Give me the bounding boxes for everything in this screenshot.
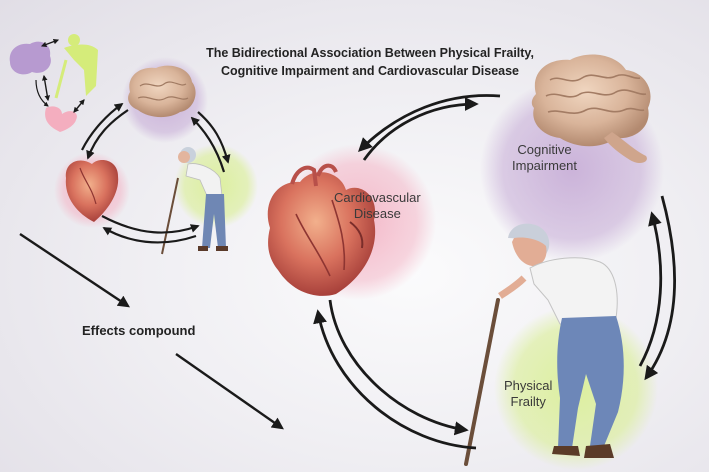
arrow-frailty-to-cognitive xyxy=(638,211,663,367)
label-physical-line-1: Physical xyxy=(504,378,553,393)
title-line-2: Cognitive Impairment and Cardiovascular … xyxy=(220,64,520,78)
small-arrow-heart-to-brain xyxy=(81,102,124,151)
arrow-cognitive-to-cardio xyxy=(358,94,501,152)
label-cognitive-line-2: Impairment xyxy=(512,158,578,173)
small-arrow-frailty-to-heart xyxy=(102,227,197,244)
diagram-title: The Bidirectional Association Between Ph… xyxy=(180,44,560,80)
arrow-cognitive-to-frailty xyxy=(644,195,676,381)
small-arrow-frailty-to-brain xyxy=(190,116,226,173)
arrow-cardio-to-frailty xyxy=(328,299,469,436)
label-cardiovascular-line-2: Disease xyxy=(353,206,401,221)
effects-arrow-lower xyxy=(175,353,284,430)
large-brain-icon xyxy=(531,54,651,163)
large-walking-cane-icon xyxy=(464,298,500,466)
label-physical-frailty: Physical Frailty xyxy=(504,378,552,410)
small-brain-icon xyxy=(128,65,196,118)
small-heart-icon xyxy=(65,160,119,222)
small-arrow-brain-to-frailty xyxy=(197,111,231,164)
label-cardiovascular-line-1: Cardiovascular xyxy=(334,190,421,205)
small-elderly-person-icon xyxy=(161,147,228,255)
mini-person-icon xyxy=(54,34,98,99)
arrow-frailty-to-cardio xyxy=(313,309,477,450)
label-cardiovascular-disease: Cardiovascular Disease xyxy=(334,190,421,222)
mini-heart-icon xyxy=(45,106,77,132)
title-line-1: The Bidirectional Association Between Ph… xyxy=(206,46,534,60)
effects-compound-label: Effects compound xyxy=(82,323,196,338)
small-arrow-brain-to-heart xyxy=(86,109,129,160)
mini-brain-icon xyxy=(9,41,51,75)
effects-arrow-upper xyxy=(19,233,130,308)
label-physical-line-2: Frailty xyxy=(510,394,546,409)
small-arrow-heart-to-frailty xyxy=(101,215,200,234)
label-cognitive-impairment: Cognitive Impairment xyxy=(512,142,577,174)
large-heart-icon xyxy=(267,163,376,296)
large-elderly-person-icon xyxy=(464,223,624,466)
label-cognitive-line-1: Cognitive xyxy=(517,142,572,157)
